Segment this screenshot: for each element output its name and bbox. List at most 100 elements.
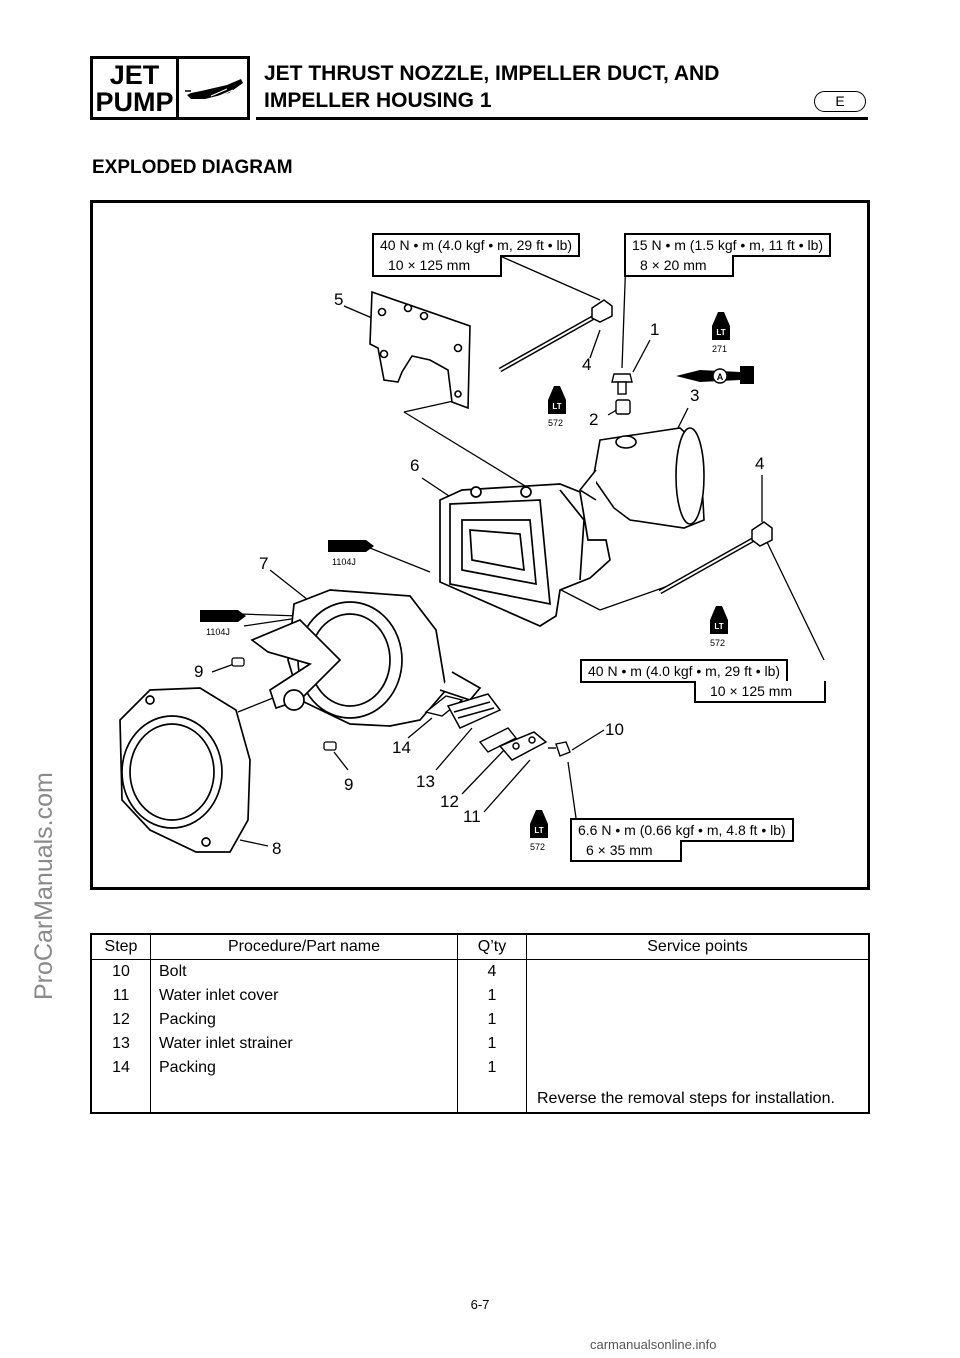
locktite-letters: LT: [534, 826, 543, 835]
leader-line: [571, 729, 605, 751]
callout-4-upper: 4: [582, 355, 592, 374]
grease-gun-icon: [676, 366, 754, 384]
callout-8: 8: [272, 839, 282, 858]
locktite-letters: LT: [714, 622, 723, 631]
bolt-size-bottom: 6 × 35 mm: [570, 840, 682, 862]
leader-line: [589, 329, 601, 359]
leader-line: [239, 613, 301, 617]
table-row: 13 Water inlet strainer 1: [90, 1032, 870, 1056]
callout-5: 5: [334, 290, 344, 309]
leader-line: [407, 717, 433, 739]
column-header-step: Step: [90, 933, 151, 960]
step-cell: [90, 1080, 151, 1113]
header-rule: [256, 117, 868, 120]
language-badge: E: [814, 91, 866, 112]
leader-line: [403, 399, 459, 413]
sealant-number: 271: [712, 344, 728, 354]
badge-line-1: JET: [109, 60, 160, 90]
step-cell: 11: [90, 984, 151, 1008]
callout-10: 10: [605, 720, 624, 739]
water-inlet-strainer: [446, 693, 502, 729]
quantity-cell: 4: [457, 959, 527, 984]
leader-line: [499, 255, 601, 301]
dowel-pin: [231, 657, 337, 751]
jet-nozzle: [578, 427, 705, 529]
footer-watermark: carmanualsonline.info: [590, 1337, 717, 1352]
service-points-cell: [526, 1008, 870, 1032]
bolt-size-mid-right: 10 × 125 mm: [694, 681, 826, 703]
procedure-table: Step Procedure/Part name Q’ty Service po…: [90, 933, 870, 1114]
part-name-cell: Water inlet strainer: [150, 1032, 458, 1056]
impeller-duct: [439, 483, 611, 627]
table-row: Reverse the removal steps for installati…: [90, 1080, 870, 1113]
step-cell: 13: [90, 1032, 151, 1056]
leader-line: [239, 839, 269, 847]
water-inlet-cover: [498, 731, 548, 761]
locktite-letters: LT: [552, 402, 561, 411]
part-name-cell: Bolt: [150, 959, 458, 984]
section-title: EXPLODED DIAGRAM: [92, 157, 293, 178]
page-title-line-1: JET THRUST NOZZLE, IMPELLER DUCT, AND: [264, 62, 720, 85]
grease-letter: A: [717, 372, 724, 382]
sealant-tube-number: 1104J: [206, 627, 230, 637]
callout-4-lower: 4: [755, 454, 765, 473]
packing-12: [478, 727, 518, 753]
service-points-cell: [526, 1056, 870, 1080]
callout-9-lower: 9: [344, 775, 354, 794]
torque-spec-top-right: 15 N • m (1.5 kgf • m, 11 ft • lb): [624, 233, 832, 257]
callout-14: 14: [392, 738, 411, 757]
part-name-cell: Water inlet cover: [150, 984, 458, 1008]
service-points-cell: [526, 984, 870, 1008]
sealant-tube-number: 1104J: [332, 557, 356, 567]
torque-spec-top-left: 40 N • m (4.0 kgf • m, 29 ft • lb): [372, 233, 581, 257]
sealant-number: 572: [710, 638, 726, 648]
leader-line: [333, 751, 349, 771]
table-row: 11 Water inlet cover 1: [90, 984, 870, 1008]
leader-line: [461, 747, 507, 795]
callout-11: 11: [463, 807, 481, 826]
page-number: 6-7: [470, 1297, 490, 1312]
quantity-cell: [457, 1080, 527, 1113]
locktite-letters: LT: [716, 328, 725, 337]
small-bolt: [611, 373, 633, 395]
callout-3: 3: [690, 386, 700, 405]
step-cell: 14: [90, 1056, 151, 1080]
leader-line: [483, 759, 531, 813]
diagram-frame: [90, 200, 870, 890]
column-header-service-points: Service points: [526, 933, 870, 960]
leader-line: [567, 761, 577, 819]
part-name-cell: Packing: [150, 1056, 458, 1080]
column-header-part-name: Procedure/Part name: [150, 933, 458, 960]
sealant-number: 572: [548, 418, 564, 428]
torque-spec-bottom: 6.6 N • m (0.66 kgf • m, 4.8 ft • lb): [570, 818, 794, 842]
locktite-bottle-icon: [530, 312, 730, 838]
callout-9-upper: 9: [194, 662, 204, 681]
packing-14: [424, 695, 464, 717]
service-points-cell: [526, 1032, 870, 1056]
leader-line: [211, 663, 235, 673]
leader-line: [369, 547, 431, 573]
table-row: 10 Bolt 4: [90, 959, 870, 984]
quantity-cell: 1: [457, 984, 527, 1008]
sealant-tube-icon: [200, 540, 374, 622]
step-cell: 10: [90, 959, 151, 984]
page-title: JET THRUST NOZZLE, IMPELLER DUCT, AND IM…: [264, 60, 719, 114]
leader-line: [765, 539, 825, 661]
long-bolt-lower: [658, 521, 773, 595]
impeller-housing: [250, 589, 482, 727]
collar: [615, 399, 631, 415]
leader-line: [243, 617, 299, 627]
quantity-cell: 1: [457, 1056, 527, 1080]
bolt-10: [548, 741, 571, 757]
table-row: 12 Packing 1: [90, 1008, 870, 1032]
bolt-size-top-right: 8 × 20 mm: [624, 255, 734, 277]
service-points-cell: [526, 959, 870, 984]
part-name-cell: Packing: [150, 1008, 458, 1032]
leader-line: [403, 411, 549, 501]
sealant-number: 572: [530, 842, 546, 852]
leader-line: [269, 569, 309, 601]
callout-6: 6: [410, 456, 420, 475]
table-row: 14 Packing 1: [90, 1056, 870, 1080]
jet-nozzle-icon: [185, 79, 243, 99]
service-note: Reverse the removal steps for installati…: [526, 1080, 870, 1113]
